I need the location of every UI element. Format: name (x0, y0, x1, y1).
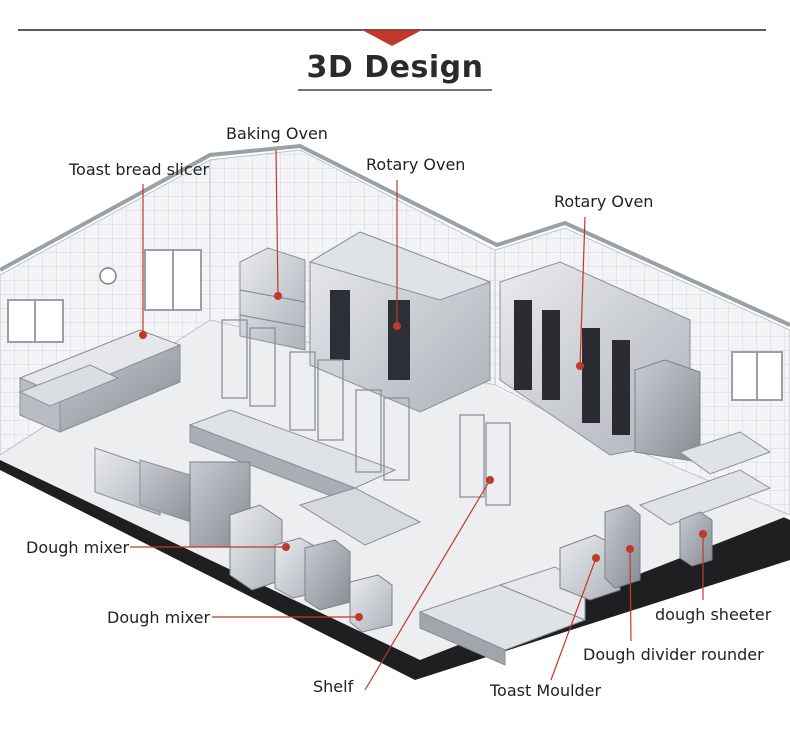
label-dough-mixer-1: Dough mixer (26, 538, 130, 557)
trolley-racks (221, 319, 511, 506)
label-dough-divider-rounder: Dough divider rounder (583, 645, 764, 664)
marker-dot-icon (393, 322, 401, 330)
left-counters (18, 329, 201, 526)
label-dough-sheeter: dough sheeter (655, 605, 772, 624)
label-rotary-oven-left: Rotary Oven (366, 155, 466, 174)
baking-oven (239, 247, 306, 351)
label-rotary-oven-right: Rotary Oven (554, 192, 654, 211)
marker-dot-icon (139, 331, 147, 339)
marker-dot-icon (699, 530, 707, 538)
center-worktables (188, 409, 422, 548)
label-dough-mixer-2: Dough mixer (107, 608, 211, 627)
bakery-machines-right (559, 431, 772, 601)
marker-dot-icon (626, 545, 634, 553)
marker-dot-icon (282, 543, 290, 551)
wall-top-edge (0, 143, 790, 327)
label-shelf: Shelf (313, 677, 354, 696)
page-title: 3D Design (306, 50, 484, 85)
callout-leader-lines (130, 149, 704, 691)
rotary-oven-right (499, 261, 701, 463)
header-decoration (18, 29, 766, 91)
marker-dot-icon (274, 292, 282, 300)
label-toast-bread-slicer: Toast bread slicer (69, 160, 210, 179)
marker-dot-icon (355, 613, 363, 621)
marker-dot-icon (592, 554, 600, 562)
accent-triangle-icon (362, 30, 422, 46)
label-baking-oven: Baking Oven (226, 124, 328, 143)
label-toast-moulder: Toast Moulder (490, 681, 602, 700)
rotary-oven-left (308, 231, 492, 413)
marker-dot-icon (486, 476, 494, 484)
clock-icon (99, 267, 117, 285)
marker-dot-icon (576, 362, 584, 370)
callout-markers (139, 292, 707, 621)
